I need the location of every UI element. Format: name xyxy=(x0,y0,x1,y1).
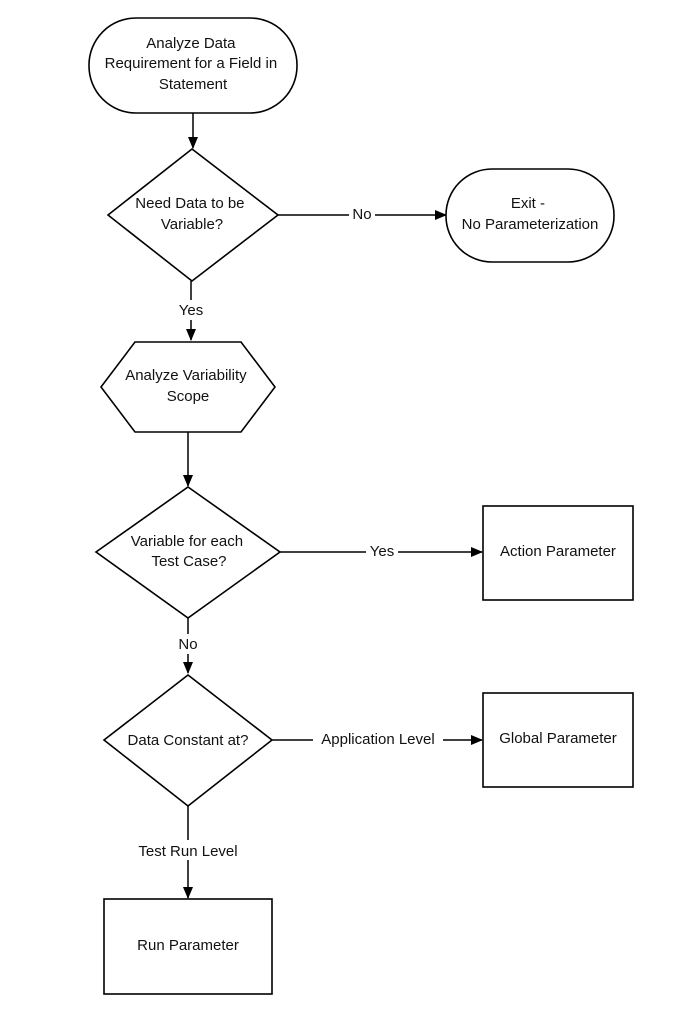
svg-text:Analyze Data Requirement: Analyze Data Requirement for a Field in … xyxy=(105,35,282,93)
node-data-constant-at-decision: Data Constant at? xyxy=(102,673,274,808)
node-analyze-variability-scope: Analyze Variability Scope xyxy=(99,341,277,433)
svg-text:Action Parameter: Action Parameter xyxy=(500,543,616,560)
svg-text:Analyze Variability Scop: Analyze Variability Scope xyxy=(125,367,251,405)
svg-text:Variable for each Test C: Variable for each Test Case? xyxy=(131,533,247,570)
node-global-parameter: Global Parameter xyxy=(482,692,634,788)
edge-label-application-level: Application Level xyxy=(321,731,434,748)
edge-label-need-yes: Yes xyxy=(179,302,203,319)
edge-label-test-run-level: Test Run Level xyxy=(138,843,237,860)
node-variable-per-test-case-decision: Variable for each Test Case? xyxy=(94,486,282,619)
svg-text:Run Parameter: Run Parameter xyxy=(137,937,239,954)
svg-text:Data Constant at?: Data Constant at? xyxy=(128,732,249,749)
node-analyze-data-requirement: Analyze Data Requirement for a Field in … xyxy=(88,17,298,114)
edge-label-case-no: No xyxy=(178,636,197,653)
svg-text:Need Data to be Variable: Need Data to be Variable? xyxy=(135,195,248,233)
svg-text:Global Parameter: Global Parameter xyxy=(499,730,617,747)
svg-text:Exit - No Parameterizati: Exit - No Parameterization xyxy=(462,195,599,233)
node-exit-no-parameterization: Exit - No Parameterization xyxy=(445,168,615,263)
edge-label-case-yes: Yes xyxy=(370,543,394,560)
node-run-parameter: Run Parameter xyxy=(103,898,273,995)
edge-label-need-no: No xyxy=(352,206,371,223)
node-action-parameter: Action Parameter xyxy=(482,505,634,601)
node-need-data-variable-decision: Need Data to be Variable? xyxy=(106,147,280,283)
